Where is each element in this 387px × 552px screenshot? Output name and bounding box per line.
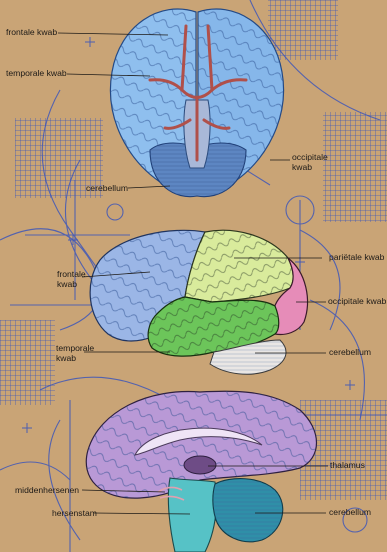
- label-cerebellum-top: cerebellum: [86, 184, 128, 194]
- brainstem-structure: [168, 478, 216, 552]
- label-occipital-lobe-mid: occipitale kwab: [328, 297, 386, 307]
- sagittal-brain-view: [86, 391, 316, 552]
- grid-patch: [0, 320, 55, 405]
- label-cerebellum-bottom: cerebellum: [329, 508, 371, 518]
- label-frontal-lobe-mid-line2: kwab: [57, 280, 77, 290]
- label-cerebellum-mid: cerebellum: [329, 348, 371, 358]
- label-occipital-lobe-top-line2: kwab: [292, 163, 312, 173]
- label-temporal-lobe-top: temporale kwab: [6, 69, 67, 79]
- label-frontal-lobe-top: frontale kwab: [6, 28, 57, 38]
- grid-patch: [323, 112, 387, 222]
- inferior-brain-view: [110, 9, 283, 200]
- label-thalamus: thalamus: [330, 461, 365, 471]
- label-midbrain: middenhersenen: [15, 486, 79, 496]
- label-temporal-lobe-mid-line2: kwab: [56, 354, 76, 364]
- thalamus-structure: [184, 456, 216, 474]
- label-parietal-lobe: pariëtale kwab: [329, 253, 384, 263]
- label-brainstem: hersenstam: [52, 509, 97, 519]
